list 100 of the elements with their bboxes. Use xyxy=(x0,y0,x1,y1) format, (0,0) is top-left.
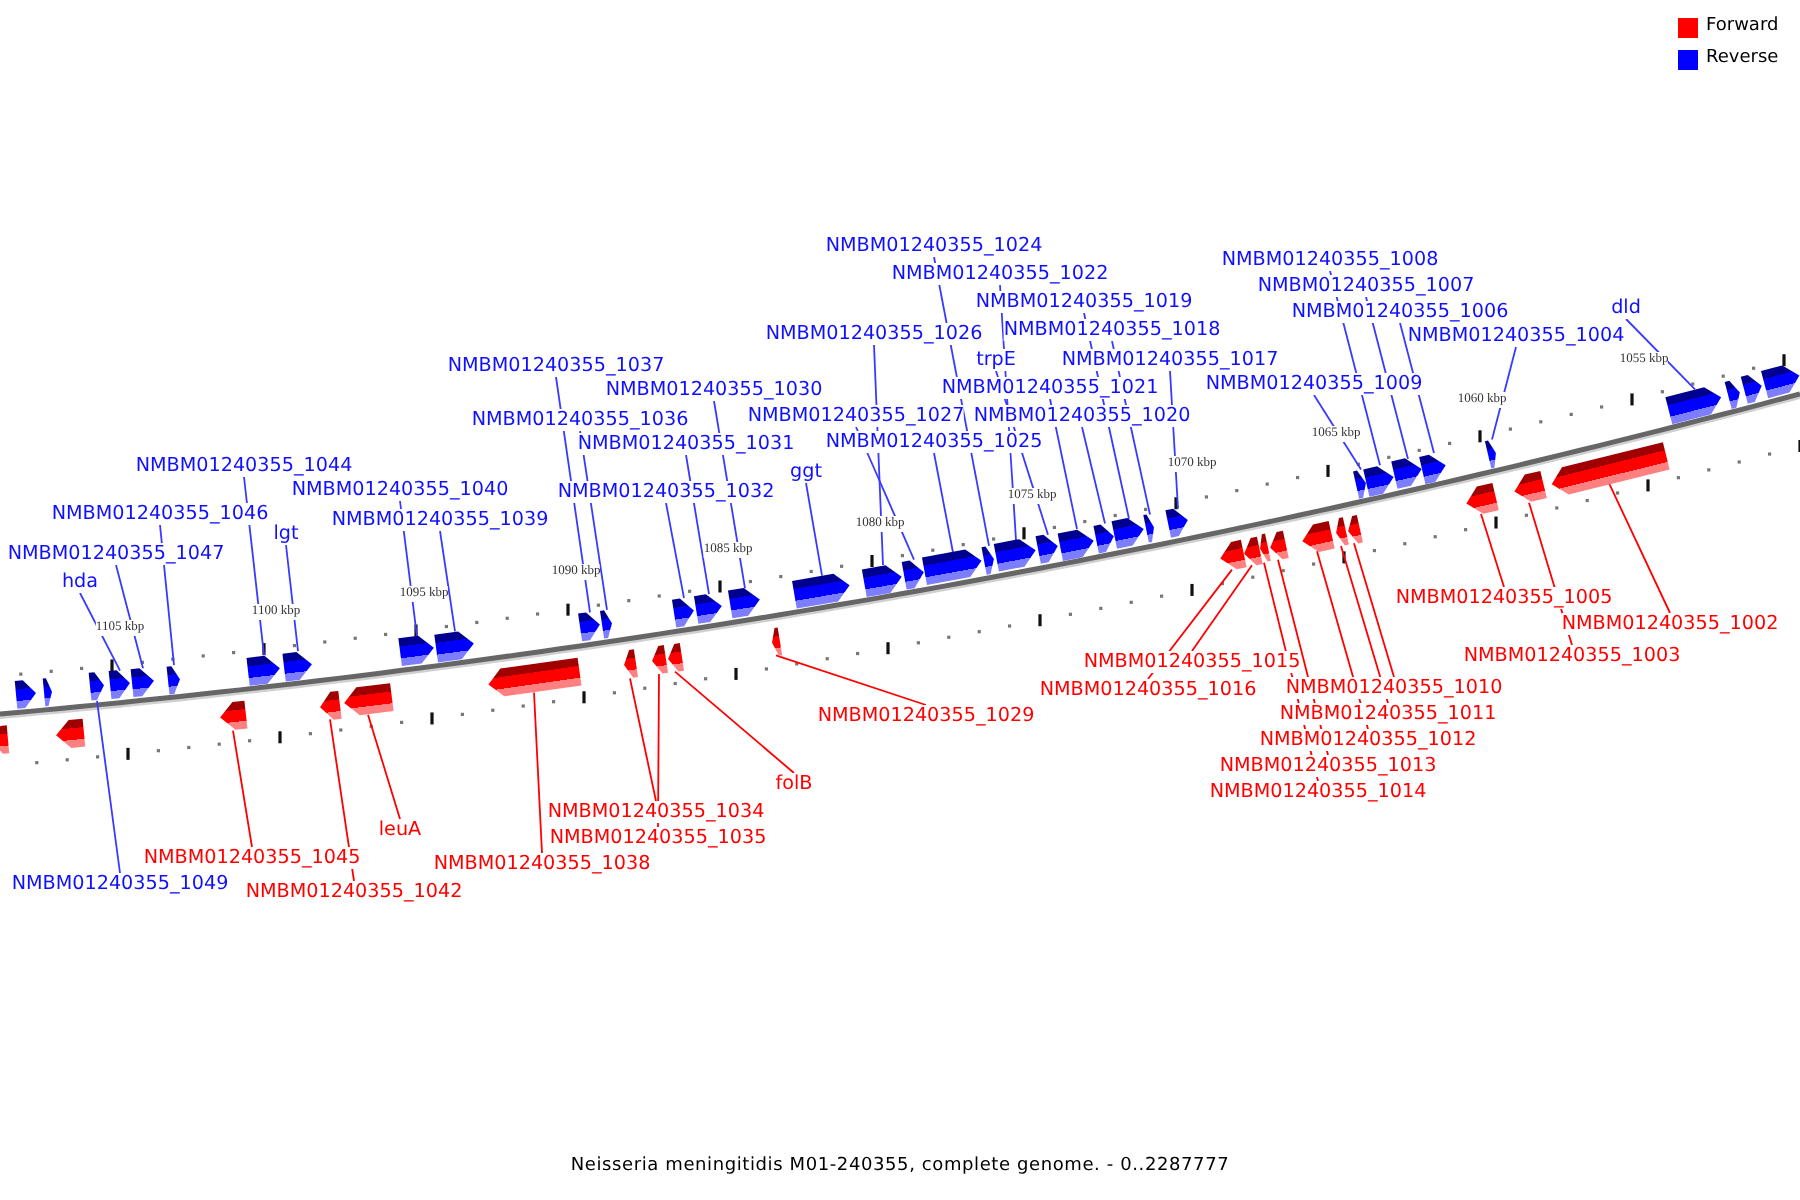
gene-feature xyxy=(727,584,763,621)
gene-feature xyxy=(42,675,54,708)
gene-feature xyxy=(282,647,314,683)
leader-line xyxy=(933,452,954,554)
gene-feature xyxy=(130,665,156,700)
gene-feature xyxy=(1240,534,1264,569)
gene-label: NMBM01240355_1025 xyxy=(825,431,1043,453)
gene-label: NMBM01240355_1026 xyxy=(765,323,983,345)
gene-label: NMBM01240355_1021 xyxy=(941,377,1159,399)
leader-line xyxy=(232,729,253,848)
gene-feature xyxy=(1484,437,1500,470)
gene-feature xyxy=(1093,520,1117,555)
gene-feature xyxy=(318,688,342,723)
gene-label: NMBM01240355_1007 xyxy=(1257,275,1475,297)
gene-feature xyxy=(108,667,132,702)
gene-label: NMBM01240355_1035 xyxy=(549,827,767,849)
gene-feature xyxy=(1547,439,1671,499)
gene-feature xyxy=(54,716,86,751)
leader-line xyxy=(1081,426,1106,525)
gene-feature xyxy=(665,640,685,675)
gene-label: NMBM01240355_1010 xyxy=(1285,677,1503,699)
gene-label: NMBM01240355_1011 xyxy=(1279,703,1497,725)
gene-feature xyxy=(1344,512,1364,547)
gene-label: NMBM01240355_1015 xyxy=(1083,651,1301,673)
leader-line xyxy=(674,670,795,774)
gene-feature xyxy=(1352,466,1370,501)
gene-label: NMBM01240355_1002 xyxy=(1561,613,1779,635)
gene-feature xyxy=(14,676,38,711)
gene-label: NMBM01240355_1049 xyxy=(11,873,229,895)
gene-label: NMBM01240355_1008 xyxy=(1221,249,1439,271)
gene-label: NMBM01240355_1014 xyxy=(1209,781,1427,803)
gene-label: leuA xyxy=(378,819,422,841)
gene-label: NMBM01240355_1034 xyxy=(547,801,765,823)
gene-label: NMBM01240355_1040 xyxy=(291,479,509,501)
leader-line xyxy=(805,482,823,577)
gene-label: dld xyxy=(1611,297,1641,319)
leader-line xyxy=(439,530,456,633)
leader-line xyxy=(367,713,401,820)
leader-line xyxy=(79,592,121,672)
gene-feature xyxy=(398,632,436,669)
gene-label: hda xyxy=(61,571,99,593)
leader-line xyxy=(96,700,121,874)
gene-label: NMBM01240355_1036 xyxy=(471,409,689,431)
leader-line xyxy=(1353,542,1395,678)
gene-label: NMBM01240355_1006 xyxy=(1291,301,1509,323)
gene-label: NMBM01240355_1027 xyxy=(747,405,965,427)
gene-label: NMBM01240355_1045 xyxy=(143,847,361,869)
leader-line xyxy=(533,691,543,854)
leader-line xyxy=(775,654,927,706)
gene-label: NMBM01240355_1037 xyxy=(447,355,665,377)
gene-feature xyxy=(1035,531,1061,567)
gene-feature xyxy=(1266,528,1290,564)
leader-line xyxy=(665,502,685,600)
gene-feature xyxy=(901,556,927,592)
gene-label: ggt xyxy=(790,461,822,483)
gene-feature xyxy=(1332,515,1350,549)
gene-feature xyxy=(1510,469,1548,508)
gene-label: NMBM01240355_1042 xyxy=(245,881,463,903)
gene-feature xyxy=(1256,532,1272,566)
gene-label: NMBM01240355_1012 xyxy=(1259,729,1477,751)
gene-label: NMBM01240355_1022 xyxy=(891,263,1109,285)
gene-feature xyxy=(218,699,248,734)
gene-label: NMBM01240355_1031 xyxy=(577,433,795,455)
leader-line xyxy=(1625,318,1696,391)
gene-feature xyxy=(671,594,697,630)
gene-label: NMBM01240355_1044 xyxy=(135,455,353,477)
gene-label: folB xyxy=(775,773,813,795)
gene-label: NMBM01240355_1047 xyxy=(7,543,225,565)
gene-feature xyxy=(434,627,476,664)
gene-label: NMBM01240355_1017 xyxy=(1061,349,1279,371)
leader-line xyxy=(1608,482,1671,614)
gene-label: NMBM01240355_1024 xyxy=(825,235,1043,257)
gene-feature xyxy=(769,624,783,658)
gene-feature xyxy=(981,543,997,577)
leader-line xyxy=(629,677,657,802)
gene-label: trpE xyxy=(976,349,1016,371)
gene-label: NMBM01240355_1029 xyxy=(817,705,1035,727)
legend-label: Reverse xyxy=(1706,48,1779,70)
gene-feature xyxy=(88,670,106,704)
gene-feature xyxy=(791,569,853,611)
gene-feature xyxy=(166,662,182,696)
gene-feature xyxy=(1462,481,1500,520)
gene-feature xyxy=(599,607,615,641)
gene-feature xyxy=(649,643,669,677)
gene-label: NMBM01240355_1046 xyxy=(51,503,269,525)
gene-feature xyxy=(1390,454,1426,492)
gene-label: NMBM01240355_1004 xyxy=(1407,325,1625,347)
gene-feature xyxy=(621,647,639,682)
gene-feature xyxy=(246,651,282,687)
gene-label: NMBM01240355_1020 xyxy=(973,405,1191,427)
gene-label: NMBM01240355_1018 xyxy=(1003,319,1221,341)
gene-label: NMBM01240355_1005 xyxy=(1395,587,1613,609)
gene-label: NMBM01240355_1016 xyxy=(1039,679,1257,701)
gene-label: NMBM01240355_1003 xyxy=(1463,645,1681,667)
leader-line xyxy=(1191,564,1253,652)
gene-label: NMBM01240355_1013 xyxy=(1219,755,1437,777)
gene-label: NMBM01240355_1009 xyxy=(1205,373,1423,395)
gene-label: lgt xyxy=(273,523,299,545)
gene-label: NMBM01240355_1032 xyxy=(557,481,775,503)
gene-feature xyxy=(1724,376,1744,411)
